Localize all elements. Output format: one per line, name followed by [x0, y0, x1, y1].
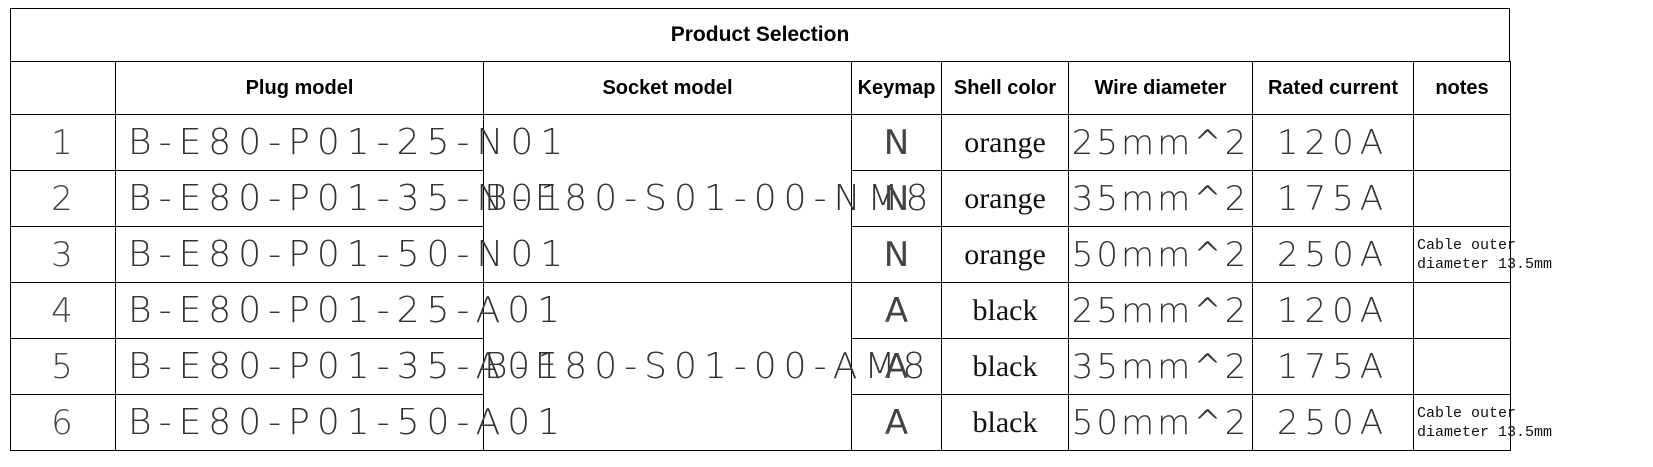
header-row: Plug model Socket model Keymap Shell col…: [10, 61, 1511, 115]
note-line: Cable outer: [1417, 404, 1517, 422]
socket-model-cell: B-E80-S01-00-NM8: [483, 114, 928, 283]
wire-diameter-cell: 25mm^2: [1068, 282, 1253, 339]
header-notes: notes: [1413, 61, 1511, 115]
note-line: diameter 13.5mm: [1417, 423, 1553, 441]
header-rated-current: Rated current: [1252, 61, 1414, 115]
row-index: 3: [10, 226, 116, 283]
plug-model-cell: B-E80-P01-35-N01: [115, 170, 563, 227]
product-selection-table: Product Selection Plug model Socket mode…: [10, 8, 1553, 451]
row-index: 2: [10, 170, 116, 227]
shell-color-cell: black: [941, 394, 1069, 451]
keymap-cell: A: [851, 394, 942, 451]
shell-color-cell: black: [941, 282, 1069, 339]
rated-current-cell: 120A: [1252, 114, 1414, 171]
header-shell-color: Shell color: [941, 61, 1069, 115]
shell-color-cell: orange: [941, 114, 1069, 171]
plug-model-cell: B-E80-P01-35-A01: [115, 338, 560, 395]
table-row: 6 B-E80-P01-50-A01 A black 50mm^2 250A C…: [10, 394, 1553, 451]
table-title: Product Selection: [10, 8, 1510, 61]
row-index: 6: [10, 394, 116, 451]
table-row: 1 B-E80-P01-25-N01 B-E80-S01-00-NM8 N or…: [10, 114, 1511, 283]
note-line: Cable outer: [1417, 236, 1517, 254]
socket-model-cell: B-E80-S01-00-AM8: [483, 282, 925, 451]
notes-cell: [1413, 170, 1511, 227]
rated-current-cell: 250A: [1252, 226, 1414, 283]
shell-color-cell: orange: [941, 170, 1069, 227]
plug-model-cell: B-E80-P01-25-A01: [115, 282, 560, 339]
row-index: 5: [10, 338, 116, 395]
notes-cell: Cable outer diameter 13.5mm: [1413, 394, 1553, 451]
plug-model-cell: B-E80-P01-50-A01: [115, 394, 560, 451]
rated-current-cell: 120A: [1252, 282, 1414, 339]
product-grid: Plug model Socket model Keymap Shell col…: [10, 61, 1553, 451]
notes-cell: [1413, 114, 1511, 171]
table-row: 5 B-E80-P01-35-A01 A black 35mm^2 175A: [10, 338, 1511, 395]
notes-cell: Cable outer diameter 13.5mm: [1413, 226, 1553, 283]
keymap-cell: N: [851, 226, 942, 283]
shell-color-cell: orange: [941, 226, 1069, 283]
rated-current-cell: 250A: [1252, 394, 1414, 451]
row-index: 4: [10, 282, 116, 339]
header-socket-model: Socket model: [483, 61, 852, 115]
row-index: 1: [10, 114, 116, 171]
plug-model-cell: B-E80-P01-25-N01: [115, 114, 563, 171]
rated-current-cell: 175A: [1252, 338, 1414, 395]
wire-diameter-cell: 50mm^2: [1068, 226, 1253, 283]
table-row: 2 B-E80-P01-35-N01 N orange 35mm^2 175A: [10, 170, 1511, 227]
header-plug-model: Plug model: [115, 61, 484, 115]
shell-color-cell: black: [941, 338, 1069, 395]
notes-cell: [1413, 338, 1511, 395]
rated-current-cell: 175A: [1252, 170, 1414, 227]
wire-diameter-cell: 25mm^2: [1068, 114, 1253, 171]
header-index: [10, 61, 116, 115]
table-row: 4 B-E80-P01-25-A01 B-E80-S01-00-AM8 A bl…: [10, 282, 1511, 451]
keymap-cell: A: [851, 282, 942, 339]
keymap-cell: N: [851, 114, 942, 171]
header-keymap: Keymap: [851, 61, 942, 115]
keymap-cell: A: [851, 338, 942, 395]
wire-diameter-cell: 35mm^2: [1068, 170, 1253, 227]
notes-cell: [1413, 282, 1511, 339]
header-wire-diameter: Wire diameter: [1068, 61, 1253, 115]
table-row: 3 B-E80-P01-50-N01 N orange 50mm^2 250A …: [10, 226, 1553, 283]
keymap-cell: N: [851, 170, 942, 227]
note-line: diameter 13.5mm: [1417, 255, 1553, 273]
wire-diameter-cell: 50mm^2: [1068, 394, 1253, 451]
wire-diameter-cell: 35mm^2: [1068, 338, 1253, 395]
plug-model-cell: B-E80-P01-50-N01: [115, 226, 563, 283]
